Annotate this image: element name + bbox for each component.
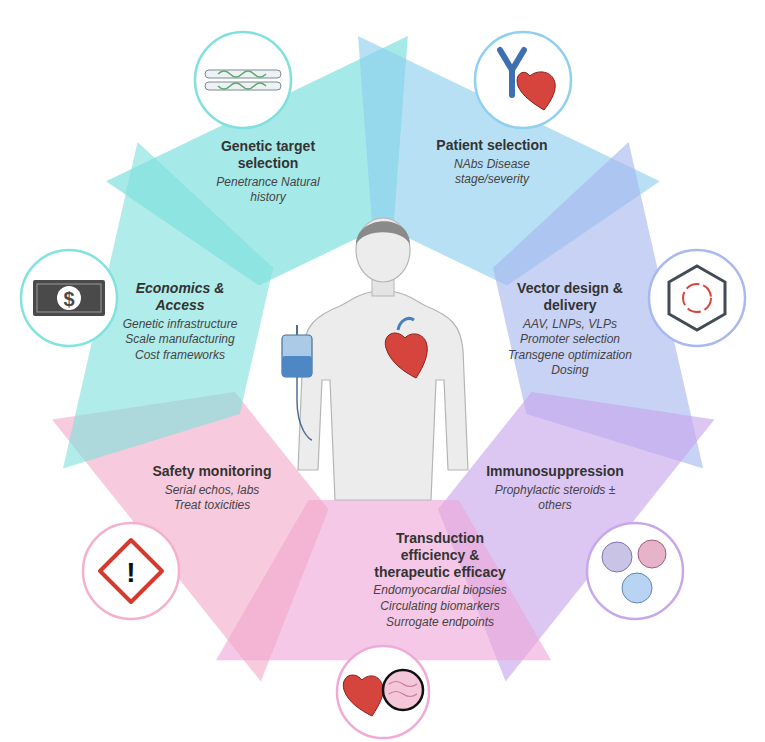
bill-border <box>37 284 101 312</box>
biopsy-tissue <box>383 670 423 710</box>
band-text: Genetic target selectionPenetrance Natur… <box>208 138 328 206</box>
cell <box>638 540 666 568</box>
step-details: Prophylactic steroids ± others <box>485 483 625 514</box>
icon-circle <box>21 250 117 346</box>
dna-icon <box>195 32 291 128</box>
band-text: Transduction efficiency & therapeutic ef… <box>365 530 515 630</box>
band-fill <box>63 142 273 469</box>
icon-circle <box>195 32 291 128</box>
vector-icon <box>649 250 745 346</box>
money-icon <box>21 250 117 346</box>
step-details: AAV, LNPs, VLPs Promoter selection Trans… <box>500 317 640 379</box>
step-heading: Immunosuppression <box>480 463 630 480</box>
cell <box>622 573 652 603</box>
step-heading: Vector design & delivery <box>510 280 630 314</box>
step-details: Penetrance Natural history <box>213 175 323 206</box>
band-text: ImmunosuppressionProphylactic steroids ±… <box>480 463 630 514</box>
chromosome-bar <box>205 70 281 78</box>
step-heading: Transduction efficiency & therapeutic ef… <box>365 530 515 580</box>
step-details: Endomyocardial biopsies Circulating biom… <box>365 583 515 630</box>
step-details: Serial echos, labs Treat toxicities <box>157 483 267 514</box>
genome-loop <box>683 284 711 312</box>
heart <box>343 675 383 716</box>
step-heading: Patient selection <box>417 137 567 154</box>
heart <box>385 333 427 378</box>
cell <box>602 542 632 572</box>
dna-strand <box>218 71 266 77</box>
immune-cells-icon <box>587 523 683 619</box>
band-text: Safety monitoringSerial echos, labs Trea… <box>137 463 287 514</box>
biopsy-icon <box>337 646 429 738</box>
warning-diamond <box>100 540 162 602</box>
heart <box>517 72 555 110</box>
step-heading: Safety monitoring <box>137 463 287 480</box>
icon-symbol: $ <box>63 288 74 311</box>
chromosome-bar <box>205 82 281 90</box>
band-text: Vector design & deliveryAAV, LNPs, VLPs … <box>500 280 640 379</box>
step-heading: Economics & Access <box>125 280 235 314</box>
icon-symbol: ! <box>126 557 135 589</box>
iv-tube <box>297 377 312 440</box>
heart-vessel <box>398 318 414 330</box>
icon-circle <box>475 32 571 128</box>
body-silhouette <box>298 290 468 500</box>
capsid-hexagon <box>669 266 725 330</box>
iv-hook <box>296 325 298 335</box>
band-text: Patient selectionNAbs Disease stage/seve… <box>417 137 567 188</box>
icon-circle <box>337 646 429 738</box>
tissue-fibers <box>389 682 417 697</box>
dna-strand <box>218 83 266 89</box>
iv-bag <box>282 335 312 377</box>
antibody-heart-icon <box>475 32 571 128</box>
icon-circle <box>587 523 683 619</box>
warning-icon <box>83 523 179 619</box>
step-heading: Genetic target selection <box>208 138 328 172</box>
step-details: Genetic infrastructure Scale manufacturi… <box>115 317 245 364</box>
step-details: NAbs Disease stage/severity <box>417 157 567 188</box>
iv-fluid <box>282 356 312 377</box>
band-text: Economics & AccessGenetic infrastructure… <box>115 280 245 363</box>
icon-circle <box>83 523 179 619</box>
icon-circle <box>649 250 745 346</box>
head <box>356 218 410 282</box>
bill <box>33 280 105 316</box>
bill-seal <box>57 286 81 310</box>
